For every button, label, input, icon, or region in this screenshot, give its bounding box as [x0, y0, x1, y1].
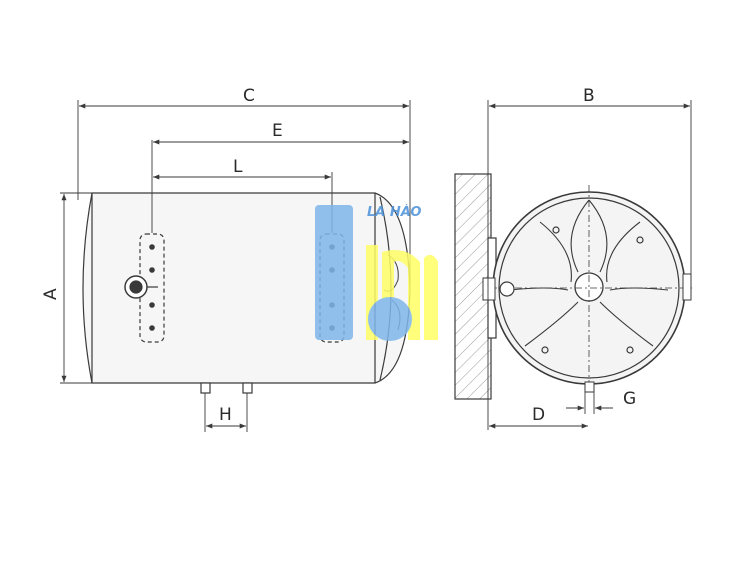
front-view [454, 100, 695, 430]
label-c: C [243, 86, 255, 106]
watermark-blue-bar [315, 205, 353, 340]
watermark-blue-dot [368, 297, 412, 341]
left-bracket [139, 233, 165, 343]
label-e: E [272, 121, 283, 141]
thermostat-knob-icon [124, 275, 158, 299]
watermark-yellow-arc-2 [424, 254, 438, 340]
label-b: B [583, 86, 595, 106]
side-view [60, 100, 411, 432]
watermark-logo: LA HÀO [315, 204, 438, 341]
side-pipes [200, 382, 253, 432]
dimension-lines-side [61, 103, 409, 429]
dimension-lines-front [489, 103, 690, 429]
label-l: L [233, 157, 243, 177]
label-d: D [532, 405, 545, 425]
label-h: H [219, 405, 232, 425]
label-a: A [41, 288, 61, 300]
label-g: G [623, 389, 636, 409]
watermark-text: LA HÀO [367, 204, 421, 220]
dimension-labels: C E L A H B D G [41, 86, 636, 425]
